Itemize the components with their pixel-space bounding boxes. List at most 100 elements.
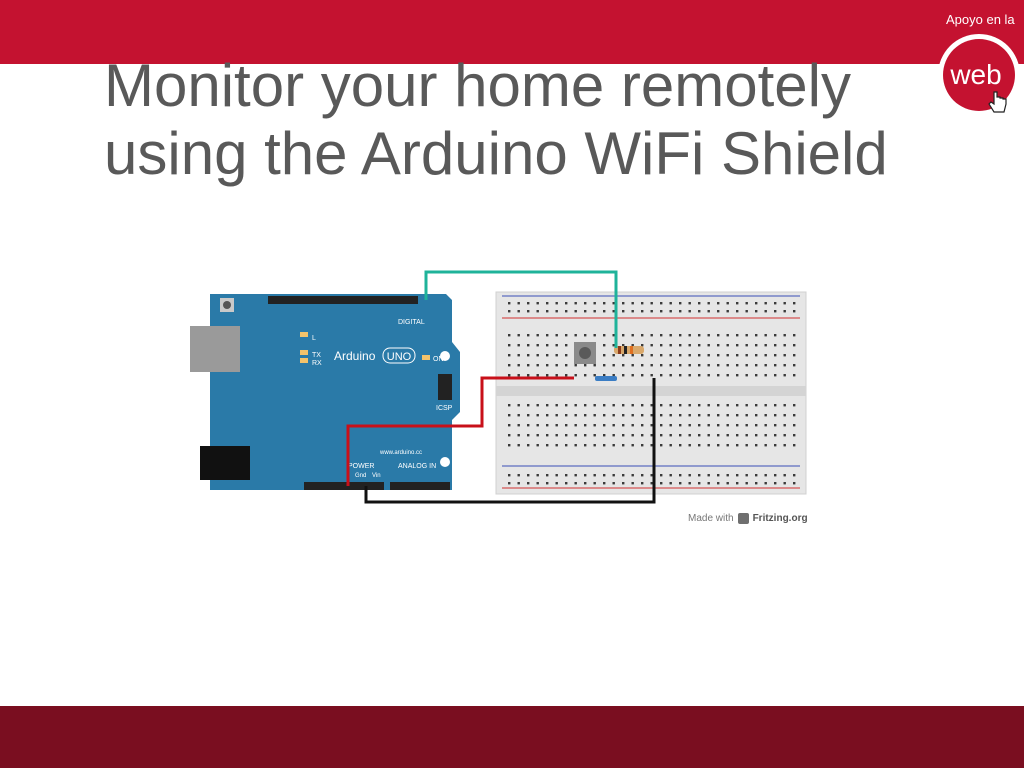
breadboard-hole [536,302,539,305]
breadboard-hole [755,302,758,305]
breadboard-hole [584,364,587,367]
breadboard-hole [584,404,587,407]
breadboard-hole [745,404,748,407]
breadboard-hole [669,474,672,477]
breadboard-hole [508,434,511,437]
breadboard-hole [783,414,786,417]
breadboard-hole [650,310,653,313]
breadboard-hole [546,302,549,305]
breadboard-hole [688,302,691,305]
wire-red [346,376,574,486]
breadboard-hole [536,414,539,417]
breadboard-hole [793,474,796,477]
breadboard-hole [736,444,739,447]
breadboard-hole [536,374,539,377]
breadboard-hole [688,474,691,477]
breadboard-hole [612,434,615,437]
breadboard-hole [612,424,615,427]
breadboard-hole [755,354,758,357]
breadboard-hole [650,434,653,437]
breadboard-hole [755,474,758,477]
breadboard-hole [593,334,596,337]
breadboard-hole [555,414,558,417]
breadboard-hole [527,444,530,447]
header-bar [0,0,1024,64]
breadboard-hole [622,364,625,367]
breadboard-hole [707,334,710,337]
breadboard-hole [774,474,777,477]
breadboard-hole [622,474,625,477]
breadboard-hole [565,414,568,417]
breadboard-hole [793,302,796,305]
brand-logo[interactable]: web [936,32,1022,118]
breadboard-hole [755,404,758,407]
breadboard-hole [593,474,596,477]
breadboard-hole [774,310,777,313]
breadboard-hole [612,364,615,367]
breadboard-hole [631,444,634,447]
breadboard-hole [717,474,720,477]
breadboard-hole [584,374,587,377]
breadboard-hole [793,354,796,357]
breadboard-hole [555,302,558,305]
breadboard-hole [679,310,682,313]
breadboard-hole [565,482,568,485]
breadboard-hole [536,334,539,337]
breadboard-hole [793,482,796,485]
breadboard-hole [764,434,767,437]
breadboard-hole [536,482,539,485]
breadboard-hole [679,334,682,337]
breadboard-hole [745,444,748,447]
breadboard-hole [546,444,549,447]
breadboard-hole [764,310,767,313]
breadboard-hole [774,354,777,357]
breadboard-hole [660,434,663,437]
breadboard-hole [736,414,739,417]
breadboard-hole [536,354,539,357]
breadboard-hole [764,482,767,485]
breadboard-hole [650,474,653,477]
breadboard-hole [717,310,720,313]
breadboard-hole [764,302,767,305]
breadboard-hole [707,310,710,313]
breadboard-hole [698,364,701,367]
breadboard-hole [679,424,682,427]
breadboard-hole [536,344,539,347]
credit-brand: Fritzing.org [752,513,808,524]
breadboard-hole [736,424,739,427]
breadboard-hole [574,434,577,437]
breadboard-hole [736,434,739,437]
breadboard-hole [593,444,596,447]
breadboard-hole [736,482,739,485]
breadboard-hole [707,302,710,305]
logo-text: web [949,59,1001,90]
breadboard-hole [641,302,644,305]
breadboard-hole [546,404,549,407]
breadboard-hole [612,302,615,305]
breadboard-hole [527,482,530,485]
breadboard-hole [688,404,691,407]
breadboard-hole [793,344,796,347]
breadboard-hole [574,310,577,313]
breadboard-hole [527,354,530,357]
board-name: Arduino [334,349,376,363]
breadboard-hole [726,334,729,337]
breadboard-hole [546,434,549,437]
breadboard-hole [641,482,644,485]
breadboard-hole [745,374,748,377]
breadboard-hole [707,424,710,427]
breadboard-hole [584,434,587,437]
breadboard-hole [603,334,606,337]
breadboard-hole [650,344,653,347]
breadboard-hole [669,424,672,427]
breadboard-hole [565,434,568,437]
breadboard-hole [527,414,530,417]
breadboard-hole [698,374,701,377]
breadboard-hole [612,334,615,337]
breadboard-hole [603,302,606,305]
breadboard-hole [517,354,520,357]
resistor [614,346,644,354]
breadboard-hole [622,414,625,417]
breadboard-hole [660,414,663,417]
breadboard-hole [688,354,691,357]
